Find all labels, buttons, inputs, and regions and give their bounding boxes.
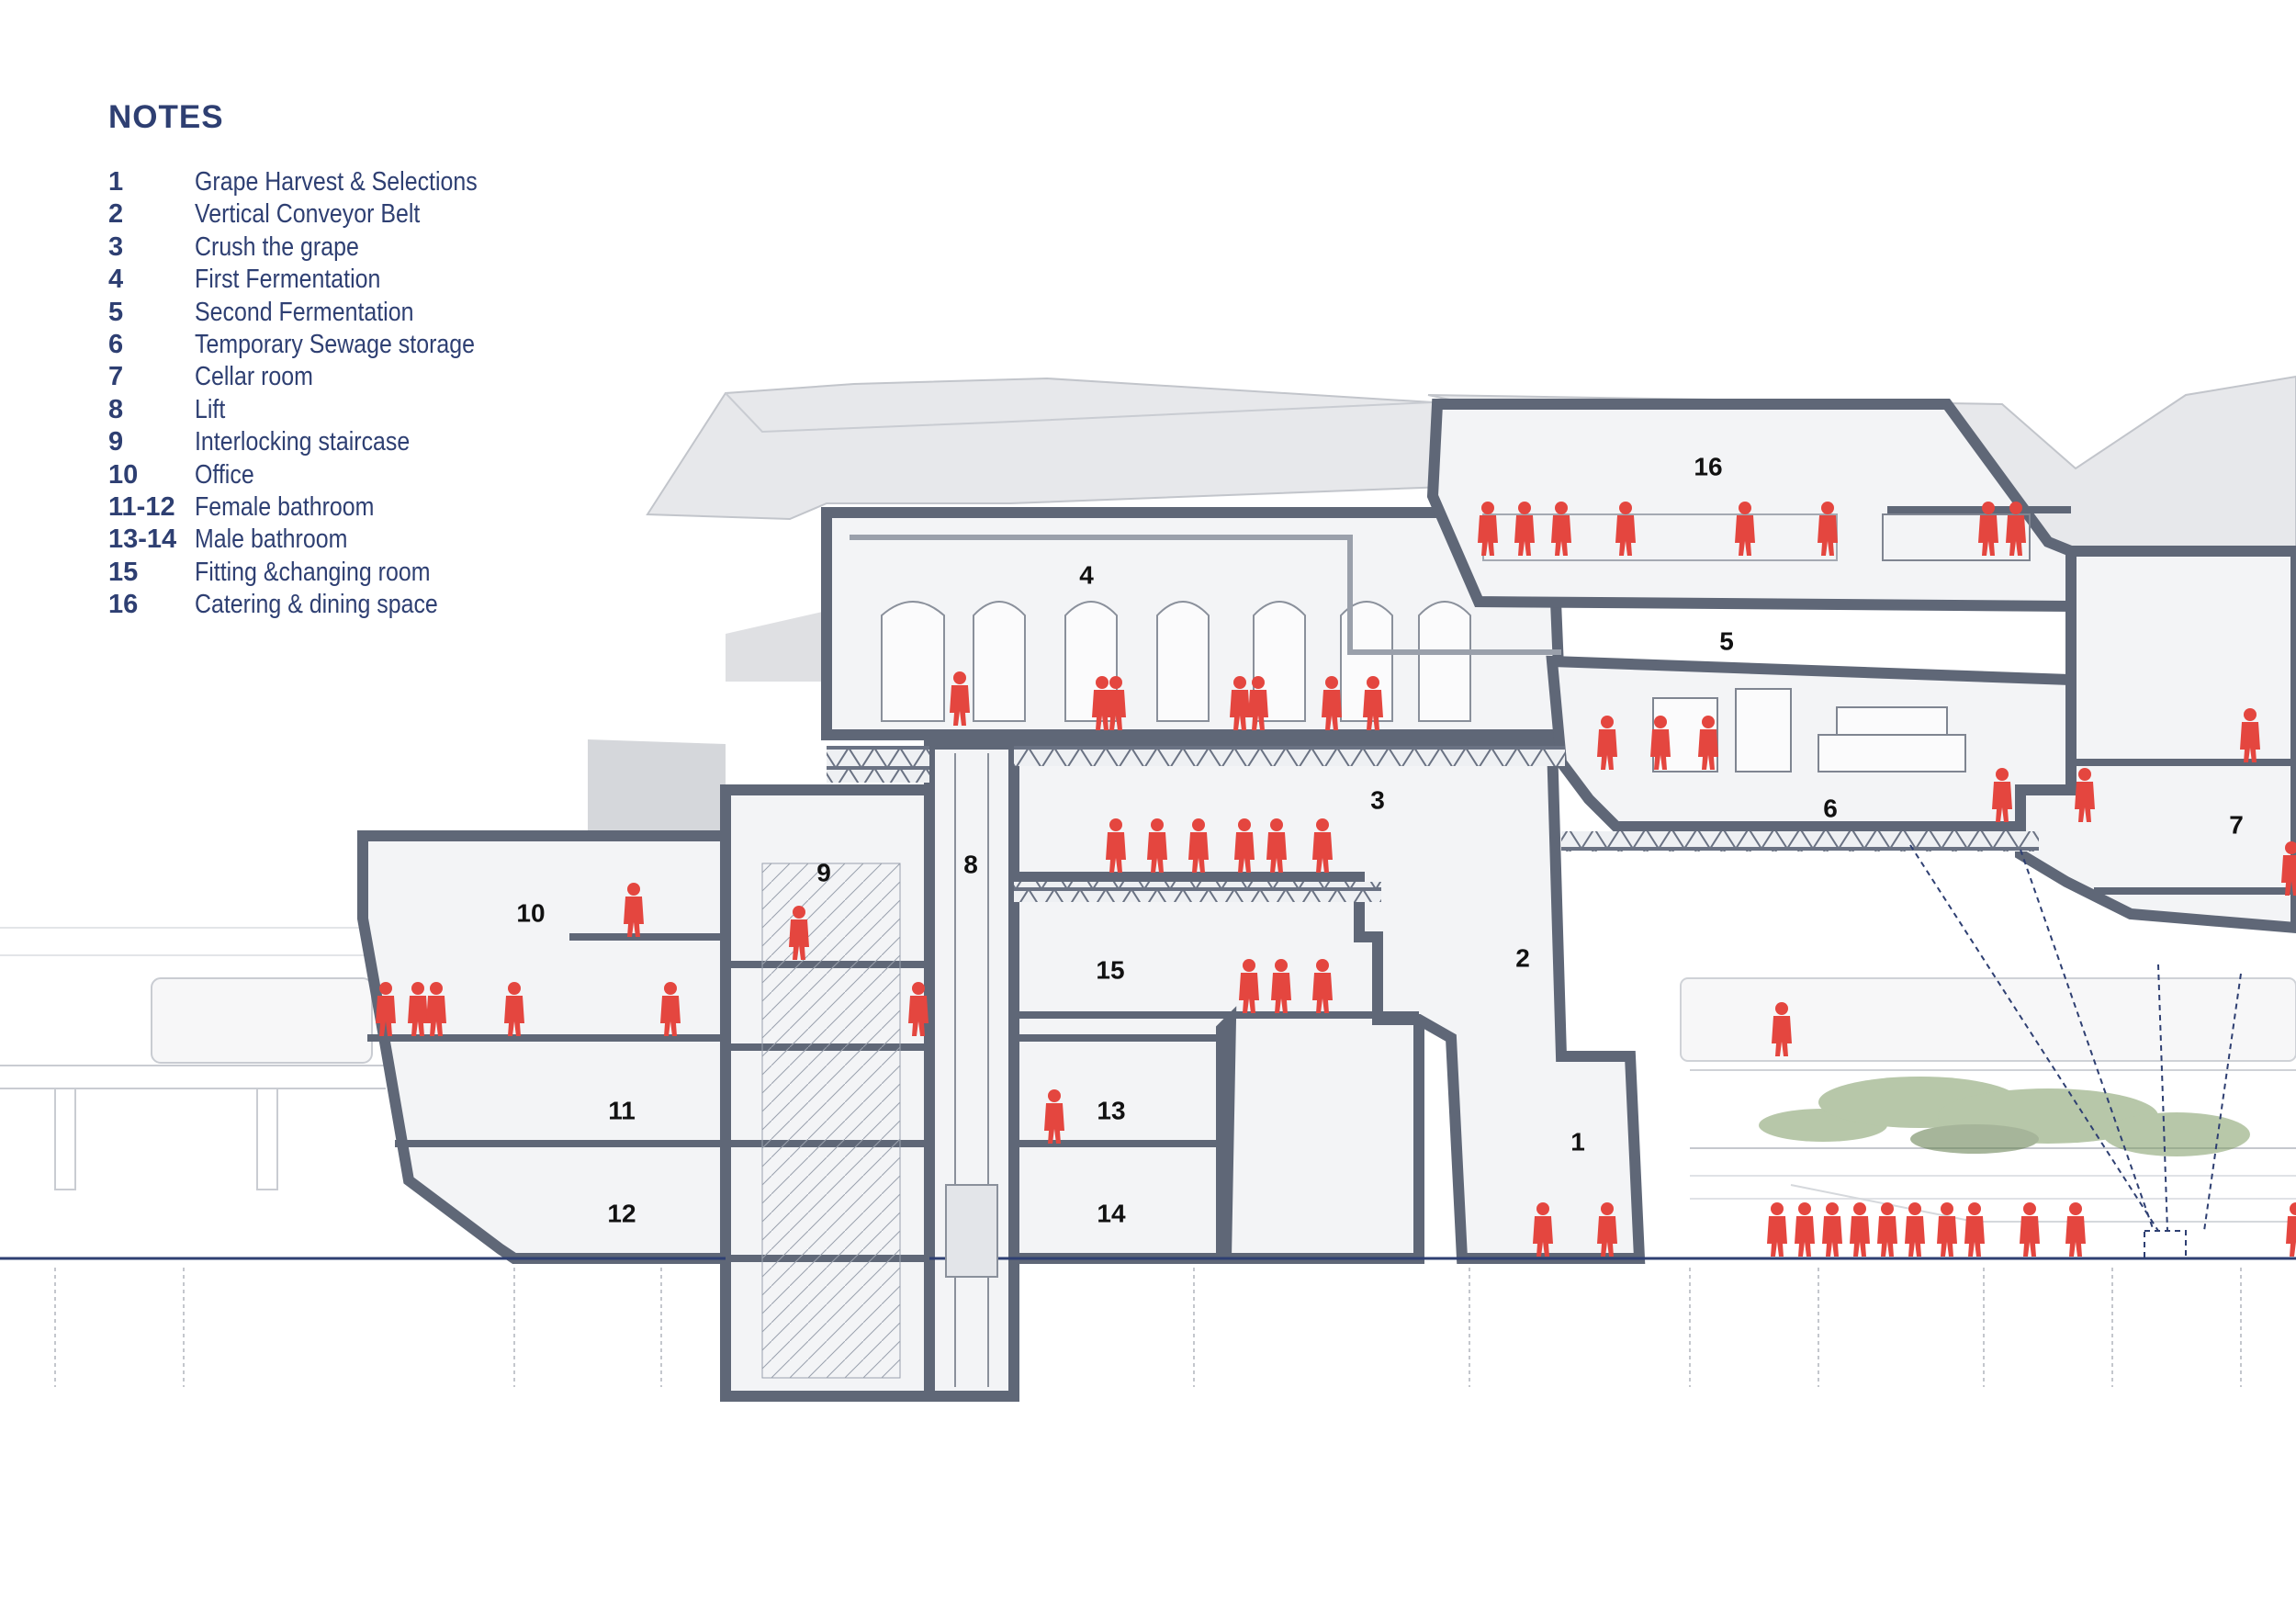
note-number: 16 [108, 590, 139, 620]
room-label-13: 13 [1097, 1096, 1125, 1124]
room-label-12: 12 [607, 1199, 636, 1227]
note-item: 6 Temporary Sewage storage [108, 330, 523, 362]
note-number: 8 [108, 394, 124, 424]
note-number: 7 [108, 362, 124, 392]
note-label: Lift [195, 394, 226, 424]
note-number: 4 [108, 265, 124, 295]
note-item: 13-14 Male bathroom [108, 524, 523, 557]
room-label-2: 2 [1515, 943, 1530, 972]
note-item: 15 Fitting &changing room [108, 558, 523, 590]
note-label: Office [195, 459, 254, 490]
person-silhouette [1767, 1202, 1787, 1257]
note-number: 15 [108, 557, 139, 587]
person-silhouette [1877, 1202, 1897, 1257]
person-silhouette [1937, 1202, 1957, 1257]
room-label-3: 3 [1370, 785, 1385, 814]
room-label-16: 16 [1694, 452, 1722, 480]
note-number: 5 [108, 297, 124, 327]
note-item: 9 Interlocking staircase [108, 427, 523, 459]
room-label-15: 15 [1096, 955, 1124, 984]
room-label-14: 14 [1097, 1199, 1126, 1227]
note-label: First Fermentation [195, 265, 381, 295]
room-label-11: 11 [608, 1096, 636, 1124]
note-number: 9 [108, 427, 124, 457]
truss-level-3 [1014, 746, 1565, 766]
person-silhouette [1822, 1202, 1842, 1257]
room-label-4: 4 [1079, 560, 1094, 589]
fermentation-tank [973, 601, 1026, 722]
note-number: 1 [108, 167, 124, 197]
note-item: 5 Second Fermentation [108, 298, 523, 330]
note-label: Female bathroom [195, 491, 375, 522]
lift-car [945, 753, 998, 1387]
person-silhouette [2020, 1202, 2040, 1257]
note-label: Fitting &changing room [195, 557, 431, 587]
note-item: 8 Lift [108, 395, 523, 427]
room-label-7: 7 [2229, 810, 2244, 839]
landscape-column [1909, 844, 2242, 1259]
truss-stair-top [827, 746, 929, 783]
note-label: Crush the grape [195, 231, 359, 262]
fermentation-tank [1156, 601, 1210, 722]
person-silhouette [1850, 1202, 1870, 1257]
notes-title: NOTES [108, 99, 224, 135]
room-label-6: 6 [1823, 794, 1838, 822]
note-item: 4 First Fermentation [108, 265, 523, 297]
note-label: Cellar room [195, 362, 313, 392]
greenery [1759, 1077, 2250, 1156]
note-number: 11-12 [108, 491, 175, 522]
note-label: Male bathroom [195, 524, 348, 555]
process-pipe [850, 535, 1561, 655]
note-item: 16 Catering & dining space [108, 590, 523, 622]
note-item: 2 Vertical Conveyor Belt [108, 199, 523, 231]
note-number: 10 [108, 459, 139, 490]
fermentation-tank [881, 601, 945, 722]
room-label-1: 1 [1570, 1127, 1585, 1156]
note-item: 1 Grape Harvest & Selections [108, 167, 523, 199]
room-label-5: 5 [1719, 626, 1734, 655]
person-silhouette [2286, 1202, 2296, 1257]
person-silhouette [2065, 1202, 2086, 1257]
interlocking-stair-flights [761, 863, 901, 1379]
note-label: Second Fermentation [195, 297, 414, 327]
note-label: Vertical Conveyor Belt [195, 199, 421, 230]
note-number: 2 [108, 199, 124, 230]
note-label: Grape Harvest & Selections [195, 167, 478, 197]
note-number: 6 [108, 329, 124, 359]
note-label: Temporary Sewage storage [195, 329, 475, 359]
truss-conveyor [1561, 831, 2039, 851]
note-item: 3 Crush the grape [108, 232, 523, 265]
foundation-piles [54, 1268, 2242, 1387]
fermentation-tank [1418, 601, 1471, 722]
note-label: Interlocking staircase [195, 427, 411, 457]
note-label: Catering & dining space [195, 590, 438, 620]
note-item: 11-12 Female bathroom [108, 492, 523, 524]
person-silhouette [1964, 1202, 1985, 1257]
room-label-8: 8 [963, 850, 978, 878]
context-left [0, 927, 386, 1190]
note-item: 10 Office [108, 460, 523, 492]
note-item: 7 Cellar room [108, 362, 523, 394]
truss-level-3-lower [1014, 882, 1381, 902]
fermentation-tanks [881, 601, 1471, 722]
notes-legend: NOTES 1 Grape Harvest & Selections 2 Vertic… [108, 99, 523, 622]
room-label-9: 9 [816, 858, 831, 886]
note-number: 13-14 [108, 524, 177, 555]
notes-list: 1 Grape Harvest & Selections 2 Vertical Con… [108, 167, 523, 622]
person-silhouette [1795, 1202, 1815, 1257]
room-label-10: 10 [516, 898, 545, 927]
note-number: 3 [108, 231, 124, 262]
